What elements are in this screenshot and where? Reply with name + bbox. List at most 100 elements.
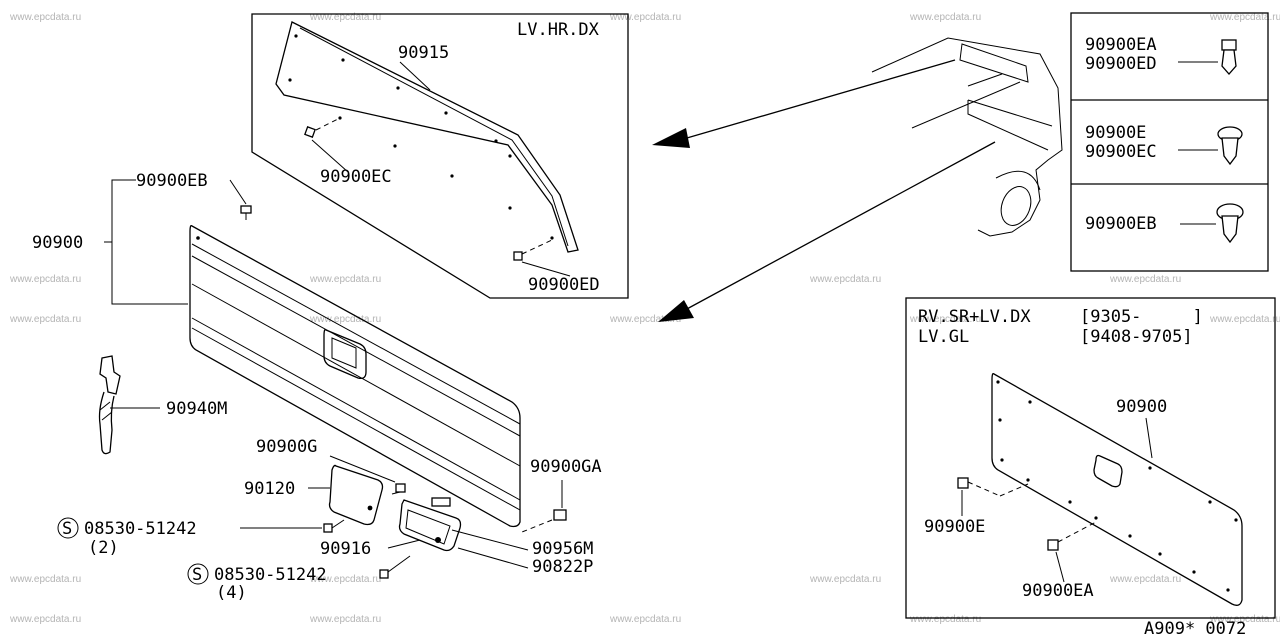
screw-symbol-letter: S [192,565,202,585]
label-ring: 90956M [532,539,593,559]
screw-symbol-letter: S [62,519,72,539]
clip-e-icon [1217,126,1243,166]
liner-holes [288,34,554,240]
arrow-to-tailgate [684,141,996,311]
label-finisher: 90900 [1116,397,1167,417]
watermark-text: www.epcdata.ru [909,314,981,325]
bracket-tailgate-assy [111,179,188,305]
label-tailgate-assy: 90900 [32,233,83,253]
tailgate-rib [191,243,521,425]
legend-code: 90900EA [1085,35,1157,55]
label-bolt-2: 08530-51242 [214,565,327,585]
nut-ga-icon [553,509,567,521]
nut-ga-dash [521,519,553,533]
cover-plate [328,464,384,526]
tailgate-rib [191,283,521,467]
watermark-text: www.epcdata.ru [609,614,681,625]
bolt-2-icon [379,555,411,579]
leader-clip-eb [229,179,247,205]
watermark-text: www.epcdata.ru [9,614,81,625]
handle-recess [323,328,367,380]
screw-g-icon [391,483,406,495]
label-strap: 90940M [166,399,227,419]
label-screw-g: 90900G [256,437,317,457]
watermark-text: www.epcdata.ru [909,12,981,23]
bottom-inset-frame [905,297,1276,619]
watermark-text: www.epcdata.ru [1109,574,1181,585]
label-clip-eb: 90900EB [136,171,208,191]
legend-frame [1070,12,1269,272]
truck-bed-sketch [652,37,1063,322]
screw-symbol-1: S [57,517,79,539]
tailgate-rib [191,317,521,501]
watermark-text: www.epcdata.ru [1209,614,1280,625]
leader-ring [451,529,529,551]
figure-code: A909* 0072 [1144,619,1246,639]
bottom-variant-1: RV.SR+LV.DX [918,307,1031,327]
leader-clip-ed [521,261,571,277]
watermarks: www.epcdata.ru www.epcdata.ru www.epcdat… [9,12,1280,625]
strap-icon [98,355,121,455]
leader-handle [387,539,421,549]
bottom-variant-2: LV.GL [918,327,969,347]
label-nut-ga: 90900GA [530,457,602,477]
top-inset-panel: LV.HR.DX 90915 90900EC [251,13,629,299]
watermark-text: www.epcdata.ru [809,274,881,285]
screw-symbol-2: S [187,563,209,585]
clip-e-main-icon [957,477,1029,497]
arrowhead-top [652,128,690,148]
label-base: 90822P [532,557,593,577]
bed-panels [967,73,1053,151]
bottom-date-2: [9408-9705] [1080,327,1193,347]
label-cover: 90120 [244,479,295,499]
top-inset-frame [251,13,629,299]
handle-recess-inner [331,337,357,369]
watermark-text: www.epcdata.ru [809,574,881,585]
bolt-1-icon [323,519,345,533]
clip-legend: 90900EA 90900ED 90900E 90900EC 90900EB [1070,12,1269,272]
label-liner: 90915 [398,43,449,63]
legend-code: 90900ED [1085,54,1157,74]
watermark-text: www.epcdata.ru [1209,12,1280,23]
tailgate-rib [191,327,521,511]
legend-code: 90900EB [1085,214,1157,234]
bottom-date-1: [9305- ] [1080,307,1203,327]
label-clip-ea: 90900EA [1022,581,1094,601]
rear-wheel [1000,186,1032,226]
top-inset-variant: LV.HR.DX [517,20,600,40]
watermark-text: www.epcdata.ru [9,314,81,325]
tailgate-panel [189,224,521,528]
finisher-panel [991,372,1243,606]
leader-liner [399,61,431,91]
clip-ea-icon [1221,39,1237,75]
label-clip-ed: 90900ED [528,275,600,295]
clip-ed-icon [513,239,553,261]
watermark-text: www.epcdata.ru [9,274,81,285]
label-bolt-1-qty: (2) [88,538,119,558]
tailgate-assembly [189,224,521,528]
watermark-text: www.epcdata.ru [9,12,81,23]
watermark-text: www.epcdata.ru [309,614,381,625]
clip-eb-main-icon [240,205,252,220]
label-bolt-1: 08530-51242 [84,519,197,539]
clip-ea-main-icon [1047,521,1097,551]
legend-code: 90900EC [1085,142,1157,162]
watermark-text: www.epcdata.ru [909,614,981,625]
label-clip-ec: 90900EC [320,167,392,187]
label-handle: 90916 [320,539,371,559]
watermark-text: www.epcdata.ru [609,12,681,23]
clip-eb-icon [1216,203,1244,244]
truck-body-outline [871,37,1063,237]
watermark-text: www.epcdata.ru [309,574,381,585]
bottom-inset-panel: RV.SR+LV.DX LV.GL [9305- ] [9408-9705] 9… [905,297,1276,619]
arrow-to-top-inset [679,59,956,141]
watermark-text: www.epcdata.ru [309,274,381,285]
tailgate-handle [398,497,462,552]
leader-finisher [1145,417,1153,459]
watermark-text: www.epcdata.ru [1209,314,1280,325]
label-bolt-2-qty: (4) [216,583,247,603]
legend-code: 90900E [1085,123,1146,143]
liner-panel-edge [299,27,569,247]
watermark-text: www.epcdata.ru [609,314,681,325]
liner-panel-shape [275,21,579,253]
